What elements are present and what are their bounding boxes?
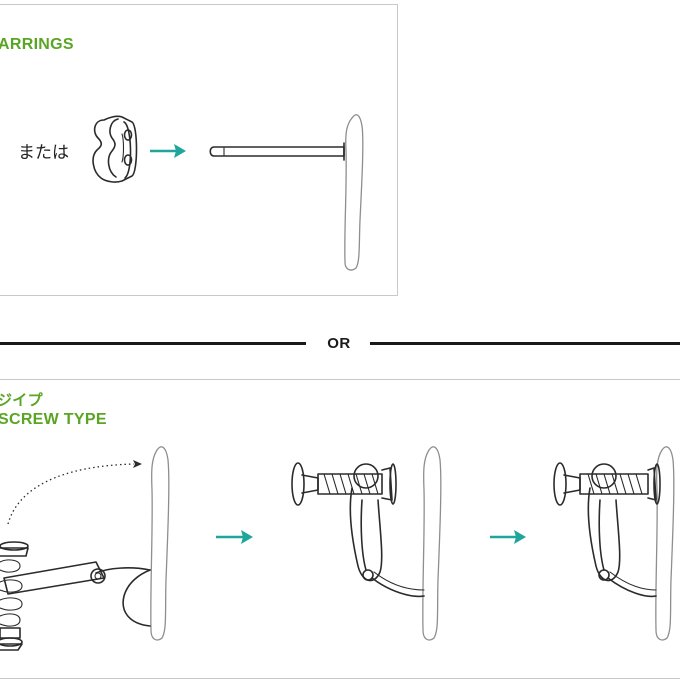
screw-type-heading-ja: ジイプ — [0, 392, 43, 409]
step-arrow-icon — [216, 530, 253, 544]
earring-back-icon — [92, 115, 138, 183]
screw-clip-earring-icon — [553, 462, 661, 598]
or-alternative-label: または — [18, 143, 69, 163]
screw-type-heading-en: SCREW TYPE — [0, 411, 107, 428]
screw-clip-earring-icon — [0, 541, 151, 651]
divider-line-right — [370, 342, 680, 345]
earlobe-icon — [344, 114, 364, 271]
earlobe-icon — [655, 446, 675, 641]
step-arrow-icon — [150, 144, 186, 158]
dotted-motion-arrow-icon — [7, 460, 142, 525]
step-arrow-icon — [490, 530, 526, 544]
earlobe-icon — [422, 446, 442, 641]
or-divider-label: OR — [327, 335, 351, 352]
post-earrings-panel — [0, 4, 398, 296]
divider-line-left — [0, 342, 306, 345]
screw-type-panel — [0, 379, 680, 679]
post-pin-icon — [209, 142, 345, 161]
earlobe-icon — [150, 446, 170, 641]
screw-clip-earring-icon — [291, 462, 425, 598]
post-earrings-heading: ARRINGS — [0, 36, 74, 53]
